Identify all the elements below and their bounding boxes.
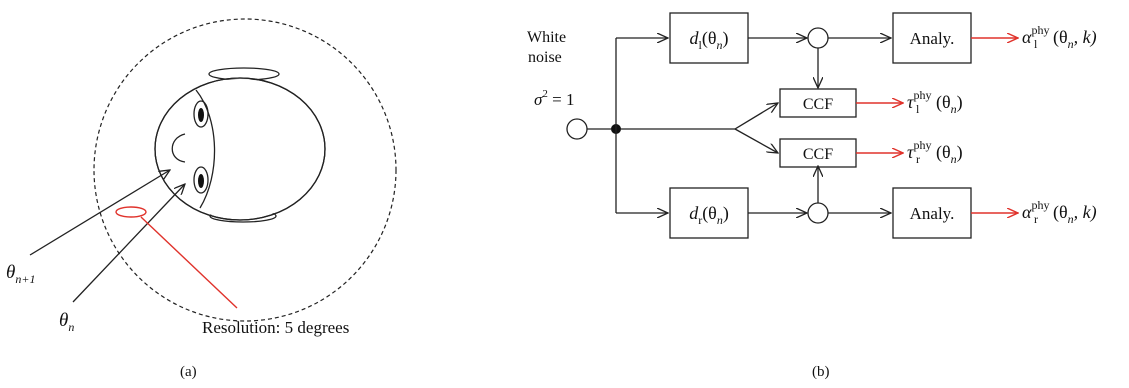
source-label-line1: White bbox=[527, 29, 566, 46]
label-theta-n: θn bbox=[59, 310, 74, 334]
resolution-marker bbox=[115, 206, 147, 218]
dashed-boundary-circle bbox=[93, 18, 397, 322]
wire-split-ccf-top bbox=[734, 103, 778, 130]
head-outline-stroke bbox=[154, 77, 326, 221]
node-bottom bbox=[807, 202, 829, 224]
nose-curve bbox=[171, 133, 186, 163]
ccf-top-label: CCF bbox=[803, 96, 833, 113]
source-label-line2: noise bbox=[528, 49, 562, 66]
resolution-leader-line bbox=[140, 216, 238, 309]
eye-top bbox=[193, 100, 209, 128]
caption-a: (a) bbox=[180, 364, 197, 380]
analy-top-label: Analy. bbox=[910, 29, 955, 48]
caption-b: (b) bbox=[812, 364, 830, 380]
analy-bottom-label: Analy. bbox=[910, 204, 955, 223]
eye-bottom bbox=[193, 166, 209, 194]
node-top bbox=[807, 27, 829, 49]
sigma-label: σ2 = 1 bbox=[534, 88, 574, 109]
wire-split-ccf-bottom bbox=[734, 128, 778, 153]
noise-source-node bbox=[566, 118, 588, 140]
pupil-top bbox=[198, 108, 204, 122]
direction-arrow-theta-n bbox=[72, 184, 185, 303]
direction-arrow-theta-n-plus-1 bbox=[29, 170, 170, 256]
resolution-label: Resolution: 5 degrees bbox=[202, 318, 349, 337]
pupil-bottom bbox=[198, 174, 204, 188]
label-theta-n-plus-1: θn+1 bbox=[6, 262, 35, 286]
ccf-bottom-label: CCF bbox=[803, 146, 833, 163]
panel-a-head-diagram: θn+1 θn Resolution: 5 degrees (a) bbox=[6, 18, 397, 380]
panel-b-block-diagram: White noise σ2 = 1 dl(θn) dr(θn) bbox=[527, 12, 1097, 380]
dr-filter-label: dr(θn) bbox=[689, 203, 729, 227]
head-outline-fill bbox=[156, 79, 324, 219]
dl-filter-label: dl(θn) bbox=[690, 28, 729, 52]
